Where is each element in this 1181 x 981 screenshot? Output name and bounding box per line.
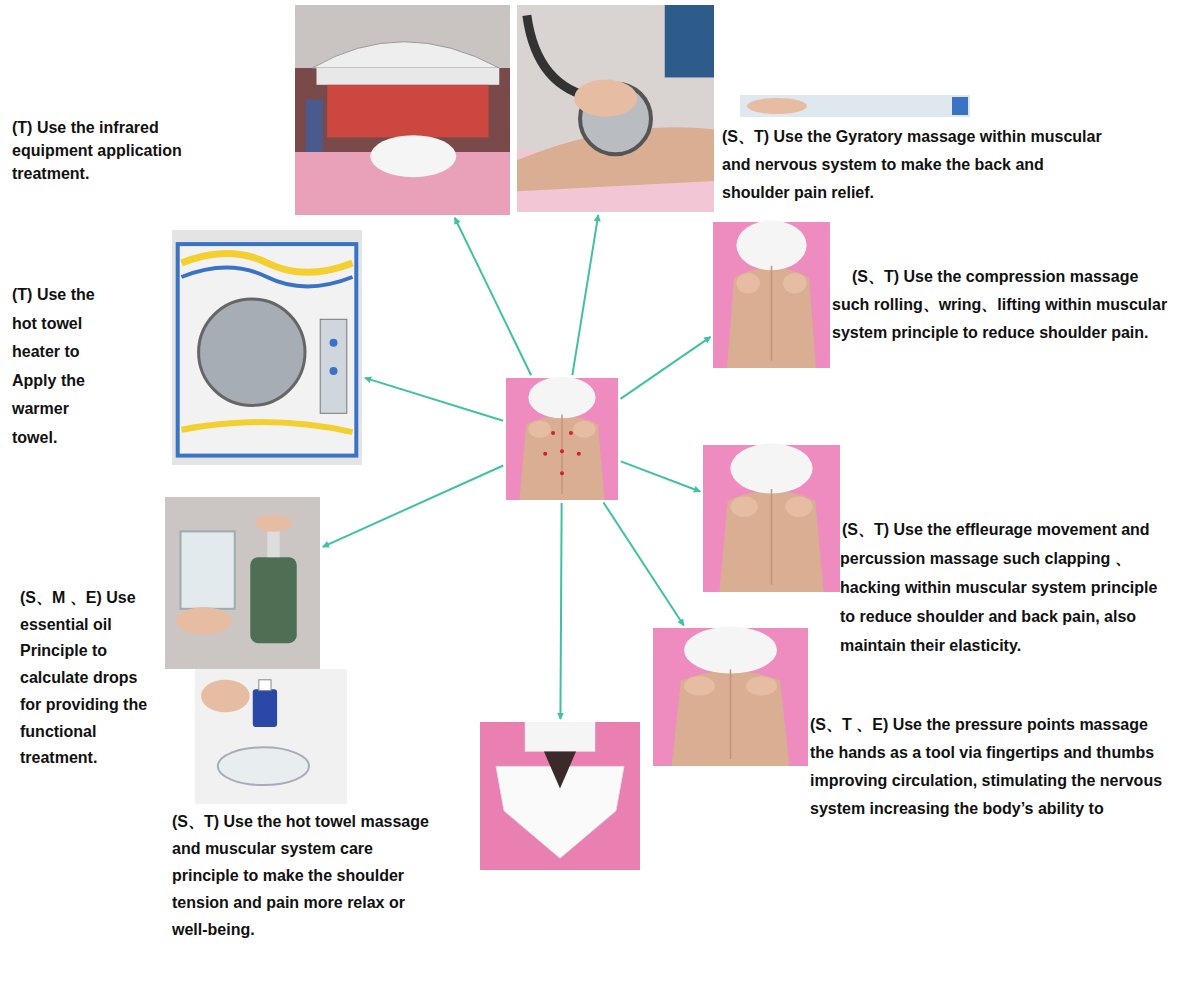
photo-detail <box>199 299 305 405</box>
photo-detail <box>195 669 347 804</box>
photo-detail <box>528 421 550 438</box>
photo <box>703 445 840 592</box>
photo-detail <box>525 722 595 752</box>
photo-detail <box>182 422 353 432</box>
photo-detail <box>201 680 250 712</box>
photo-detail <box>543 452 547 456</box>
photo-detail <box>182 268 353 287</box>
photo-detail <box>255 514 292 531</box>
photo-detail <box>747 98 807 114</box>
photo-detail <box>740 95 970 117</box>
photo-detail <box>561 415 563 494</box>
photo-detail <box>218 747 309 785</box>
photo <box>172 230 362 465</box>
photo-node <box>506 378 618 500</box>
arrow-connector <box>572 215 598 375</box>
photo-detail <box>551 431 555 435</box>
photo-detail <box>327 85 488 138</box>
photo-detail <box>569 431 573 435</box>
photo-detail <box>771 266 773 361</box>
arrow-connector <box>620 337 710 399</box>
photo-detail <box>165 497 320 669</box>
step-caption: (T) Use the hot towel heater to Apply th… <box>12 281 117 452</box>
photo-node: (T) Use the infrared equipment applicati… <box>295 5 510 215</box>
photo-detail <box>560 471 564 475</box>
photo-detail <box>176 607 232 635</box>
photo-detail <box>574 80 637 117</box>
photo-detail <box>480 722 640 870</box>
arrow-connector <box>455 218 531 376</box>
photo <box>480 722 640 870</box>
photo-detail <box>330 339 338 347</box>
arrow-connector <box>365 378 503 421</box>
photo-detail <box>320 319 347 413</box>
photo-detail <box>730 444 812 494</box>
photo-node: (S、T) Use the Gyratory massage within mu… <box>517 5 714 212</box>
photo-detail <box>684 676 715 695</box>
photo-detail <box>330 367 338 375</box>
photo-detail <box>952 97 968 115</box>
photo-detail <box>178 244 357 456</box>
photo-detail <box>517 5 714 212</box>
photo-detail <box>250 557 297 643</box>
photo-detail <box>267 531 279 557</box>
photo-detail <box>577 452 581 456</box>
arrow-connector <box>323 465 504 546</box>
photo-detail <box>736 273 759 293</box>
arrow-connector <box>603 503 683 626</box>
arrow-connector <box>560 503 561 719</box>
photo <box>517 5 714 212</box>
step-caption: (S、T) Use the Gyratory massage within mu… <box>722 123 1102 207</box>
photo-detail <box>771 489 773 585</box>
photo-detail <box>259 680 271 691</box>
photo-detail <box>783 273 806 293</box>
photo <box>295 5 510 215</box>
photo-detail <box>181 531 235 608</box>
photo-detail <box>295 5 510 215</box>
photo-detail <box>544 752 576 789</box>
photo-node: (S、T) Use the effleurage movement and pe… <box>703 445 840 592</box>
photo <box>165 497 320 669</box>
photo-node: (S、T) Use the hot towel massage and musc… <box>480 722 640 870</box>
step-caption: (T) Use the infrared equipment applicati… <box>12 116 217 185</box>
photo-detail <box>253 689 277 727</box>
step-caption: (S、M 、E) Use essential oil Principle to … <box>20 585 160 772</box>
photo-detail <box>560 449 564 453</box>
photo-detail <box>736 221 806 271</box>
photo-detail <box>306 100 323 153</box>
photo-detail <box>573 421 595 438</box>
photo <box>506 378 618 500</box>
photo-detail <box>370 135 456 177</box>
photo-node: (T) Use the hot towel heater to Apply th… <box>172 230 362 465</box>
step-caption: (S、T) Use the hot towel massage and musc… <box>172 808 434 943</box>
photo-detail <box>746 676 777 695</box>
photo-detail <box>785 496 812 517</box>
photo-detail <box>665 5 714 77</box>
photo-detail <box>684 627 777 674</box>
photo-node: (S、M 、E) Use essential oil Principle to … <box>165 497 320 669</box>
photo-detail <box>317 68 500 85</box>
photo-detail <box>172 230 362 465</box>
photo <box>713 222 830 368</box>
photo-detail <box>295 5 510 68</box>
photo-detail <box>730 496 757 517</box>
photo-detail <box>730 669 732 759</box>
photo-node: (S、T 、E) Use the pressure points massage… <box>653 628 808 766</box>
arrow-connector <box>621 461 700 491</box>
step-caption: (S、T) Use the compression massage such r… <box>832 263 1172 347</box>
photo-node: (S、T) Use the compression massage such r… <box>713 222 830 368</box>
photo-detail <box>528 377 595 418</box>
step-caption: (S、T 、E) Use the pressure points massage… <box>810 711 1175 823</box>
step-caption: (S、T) Use the effleurage movement and pe… <box>840 515 1176 660</box>
photo <box>653 628 808 766</box>
photo-detail <box>312 42 499 68</box>
